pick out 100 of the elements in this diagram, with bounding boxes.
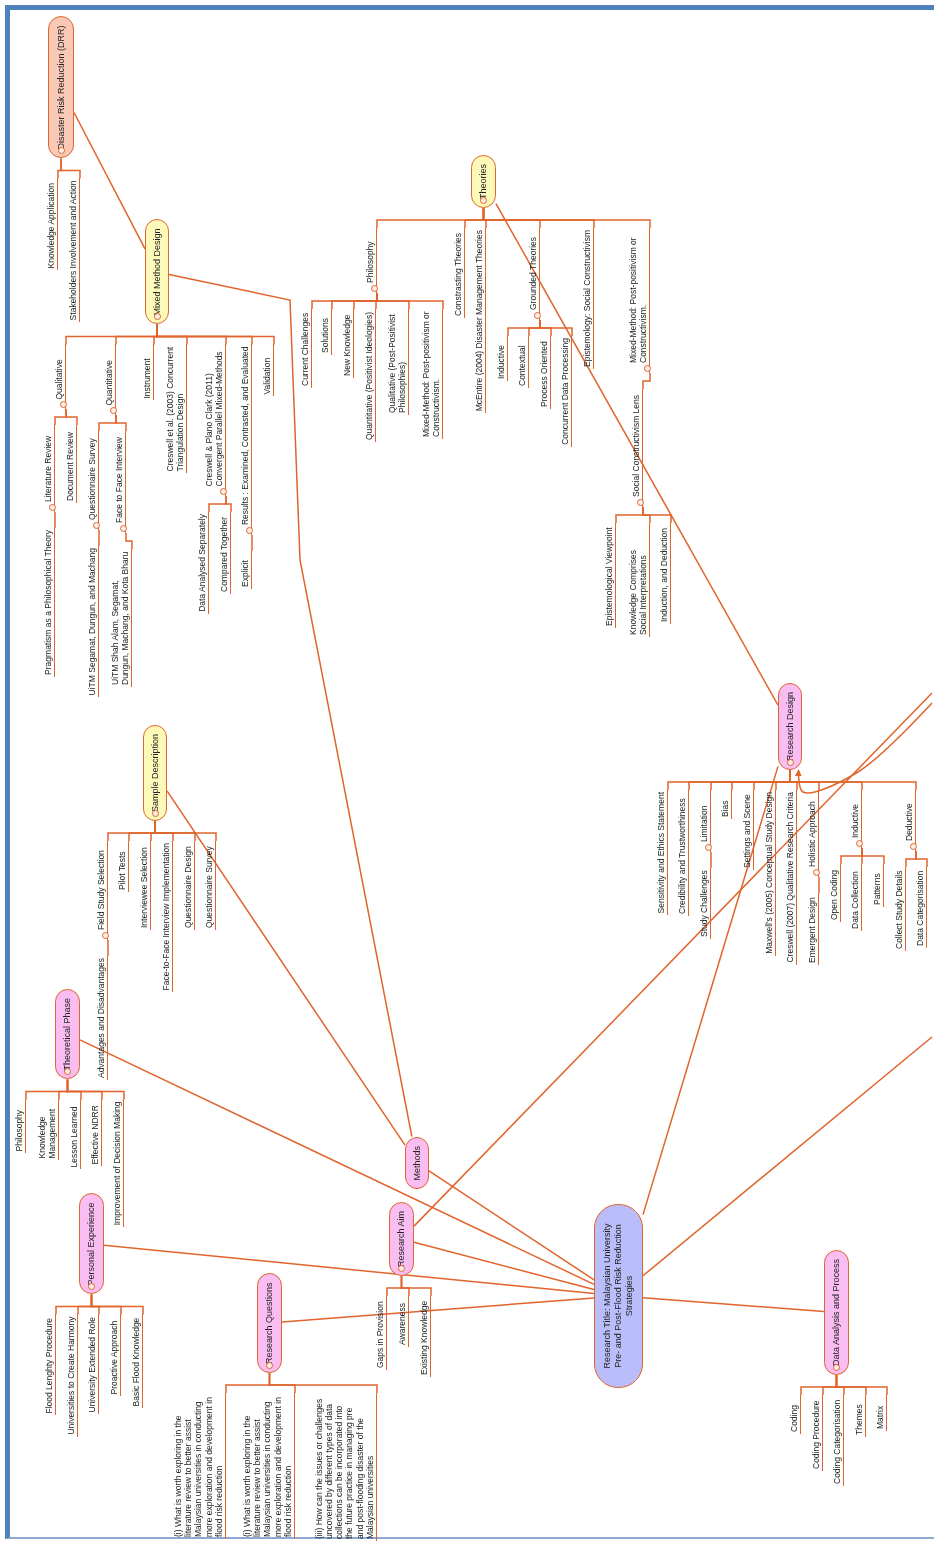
subtopic-text: Stakeholders Involvement and Action xyxy=(67,180,78,321)
topic-text: Sample Description xyxy=(149,733,161,812)
link-line xyxy=(166,790,406,1146)
subtopic-text: Questionnaire Survey xyxy=(86,438,97,520)
subtopic-text: Quantitative (Positivist Ideologies) xyxy=(363,311,374,440)
link-line xyxy=(428,1170,595,1281)
subtopic-text: Universities to Create Harmony xyxy=(65,1316,76,1435)
link-line xyxy=(73,111,146,250)
topic-node xyxy=(389,1201,414,1276)
subtopic-text: Solutions xyxy=(319,318,330,353)
subtopic-node xyxy=(788,1395,801,1434)
topic-text: Theoretical Phase xyxy=(62,997,73,1071)
subtopic-node xyxy=(182,841,195,930)
subtopic-node xyxy=(203,344,226,497)
subtopic-node xyxy=(698,790,711,852)
subtopic-node xyxy=(364,228,377,293)
subtopic-text: Awareness xyxy=(396,1303,407,1345)
subtopic-text: Qualitative (Post-Positivist Philosophies) xyxy=(386,314,407,413)
branch-line xyxy=(710,851,712,869)
subtopic-node xyxy=(36,1099,59,1161)
subtopic-text: Collect Study Details xyxy=(893,870,904,949)
subtopic-node xyxy=(538,336,551,409)
subtopic-text: Current Challenges xyxy=(299,312,310,386)
subtopic-text: Validation xyxy=(261,357,272,395)
subtopic-node xyxy=(396,1296,409,1347)
subtopic-node xyxy=(630,389,643,507)
subtopic-text: UiTM Shah Alam, Segamat, Dungun, Machang, and Kota Bharu xyxy=(109,551,130,685)
branch-line xyxy=(268,1372,378,1394)
subtopic-node xyxy=(849,864,862,931)
branch-line xyxy=(115,414,127,432)
subtopic-node xyxy=(13,1099,26,1154)
subtopic-text: Instrument xyxy=(141,358,152,399)
subtopic-node xyxy=(341,309,354,378)
topic-text: Research Aim xyxy=(396,1210,407,1267)
link-line xyxy=(642,765,779,1216)
subtopic-text: Contextual xyxy=(516,345,527,386)
subtopic-text: Questionnaire Survey xyxy=(203,846,214,928)
subtopic-node xyxy=(418,1296,431,1377)
branch-line xyxy=(225,495,232,513)
subtopic-node xyxy=(53,344,66,410)
topic-text: Research Questions xyxy=(264,1282,275,1364)
subtopic-text: Face to Face Interview xyxy=(113,437,124,523)
branch-line xyxy=(125,532,133,550)
subtopic-node xyxy=(141,344,154,401)
subtopic-text: New Knowledge xyxy=(341,314,352,376)
subtopic-node xyxy=(452,228,465,318)
subtopic-node xyxy=(68,1099,81,1170)
subtopic-node xyxy=(43,1314,56,1416)
topic-node xyxy=(257,1273,282,1373)
subtopic-node xyxy=(374,1296,387,1370)
subtopic-node xyxy=(89,1099,102,1167)
subtopic-node xyxy=(849,790,862,848)
topic-node xyxy=(824,1249,849,1375)
subtopic-node xyxy=(86,431,99,530)
subtopic-text: Flood Lenghty Procedure xyxy=(43,1318,54,1414)
branch-line xyxy=(60,157,81,180)
subtopic-text: Lesson Learned xyxy=(68,1106,79,1168)
topic-node xyxy=(48,16,74,159)
subtopic-node xyxy=(218,512,231,594)
subtopic-text: Holistic Approach xyxy=(806,801,817,867)
subtopic-node xyxy=(658,523,671,624)
subtopic-text: Creswell et al. (2003) Concurrent Triangulation Design xyxy=(164,346,185,472)
branch-line xyxy=(54,511,56,529)
link-line xyxy=(103,1244,595,1295)
branch-line xyxy=(98,529,100,547)
subtopic-node xyxy=(627,228,650,373)
subtopic-text: Coding xyxy=(788,1405,799,1432)
link-line xyxy=(168,273,413,1138)
link-line xyxy=(413,1241,595,1291)
subtopic-text: (iii) How can the issues or challenges uncovered by different types of data collections can be incorporated into the future practice in managing pre and post-flooding disaster of the Malaysian universities xyxy=(313,1398,375,1539)
subtopic-text: Effective NDRR xyxy=(89,1105,100,1165)
subtopic-node xyxy=(116,841,129,892)
subtopic-text: Data Categorisation xyxy=(914,870,925,946)
subtopic-node xyxy=(806,790,819,877)
link-line xyxy=(79,1039,595,1286)
branch-line xyxy=(642,506,672,524)
subtopic-text: Emergent Design xyxy=(806,897,817,963)
topic-node xyxy=(79,1193,104,1295)
subtopic-text: Inductive xyxy=(849,803,860,838)
topic-node xyxy=(594,1204,643,1388)
subtopic-text: Credibility and Trustworthiness xyxy=(676,798,687,914)
subtopic-text: Knowledge Comprises Social Interpretations xyxy=(627,549,648,635)
subtopic-text: Maxwell's (2005) Conceptual Study Design xyxy=(763,792,774,954)
topic-node xyxy=(143,724,167,821)
subtopic-text: Interviewee Selection xyxy=(138,847,149,928)
branch-line xyxy=(107,939,109,957)
topic-text: Data Analysis and Process xyxy=(831,1258,842,1366)
subtopic-text: Results : Examined, Contrasted, and Evaluated xyxy=(239,346,250,526)
subtopic-text: Creswell & Plano Clark (2011) Convergent Parallel Mixed-Methods xyxy=(203,351,224,487)
branch-line xyxy=(90,1293,144,1316)
subtopic-node xyxy=(806,893,819,965)
topic-node xyxy=(778,682,802,770)
topic-node xyxy=(55,988,80,1080)
subtopic-text: Mixed-Method: Post-positivism or Constructivism. xyxy=(627,237,648,363)
subtopic-node xyxy=(319,309,332,355)
subtopic-text: UiTM Segamat, Dungun, and Machang xyxy=(86,548,97,696)
subtopic-node xyxy=(676,790,689,916)
branch-line xyxy=(539,319,573,337)
subtopic-node xyxy=(874,1395,887,1431)
subtopic-text: Social Constructivism Lens xyxy=(630,394,641,497)
